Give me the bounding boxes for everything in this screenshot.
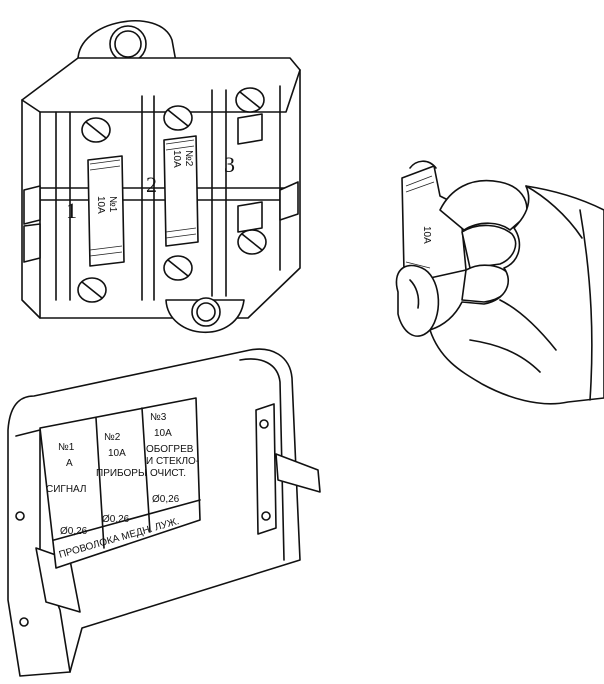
- fuse-block: №1 10A №2 10A 1 2 3: [21, 20, 301, 334]
- label-col2-wire: Ø0,26: [102, 514, 130, 525]
- label-col3-name-line3: ОЧИСТ.: [150, 468, 186, 479]
- label-col3-wire: Ø0,26: [152, 494, 180, 505]
- fuse-1-top-label: №1: [107, 196, 118, 213]
- cover-label-plate: [39, 397, 201, 569]
- fuse-2: №2 10A: [163, 135, 199, 247]
- label-col1-wire: Ø0,26: [60, 526, 88, 537]
- slot-number-2: 2: [146, 172, 157, 197]
- label-col2-amp: 10A: [108, 448, 126, 459]
- slot-number-1: 1: [66, 198, 77, 223]
- label-col1-amp: A: [66, 458, 73, 469]
- label-col2-name: ПРИБОРЫ: [96, 468, 147, 479]
- label-col3-num: №3: [150, 412, 167, 423]
- label-col1-num: №1: [58, 442, 75, 453]
- label-col3-amp: 10A: [154, 428, 172, 439]
- terminal-screw-icon: [77, 87, 267, 303]
- fuse-cover: №1 A СИГНАЛ Ø0,26 №2 10A ПРИБОРЫ Ø0,26 №…: [7, 348, 321, 677]
- fuse-2-bottom-label: 10A: [171, 150, 182, 168]
- label-col3-name-line2: И СТЕКЛО-: [146, 456, 199, 467]
- label-col2-num: №2: [104, 432, 121, 443]
- held-fuse-label: 10A: [421, 226, 432, 244]
- slot-number-3: 3: [224, 152, 235, 177]
- label-col3-name-line1: ОБОГРЕВ: [146, 444, 194, 455]
- fuse-2-top-label: №2: [183, 150, 194, 167]
- hand-holding-fuse: 10A: [395, 160, 604, 405]
- fuse-1-bottom-label: 10A: [95, 196, 106, 214]
- fuse-1: №1 10A: [87, 155, 125, 267]
- label-col1-name: СИГНАЛ: [46, 484, 87, 495]
